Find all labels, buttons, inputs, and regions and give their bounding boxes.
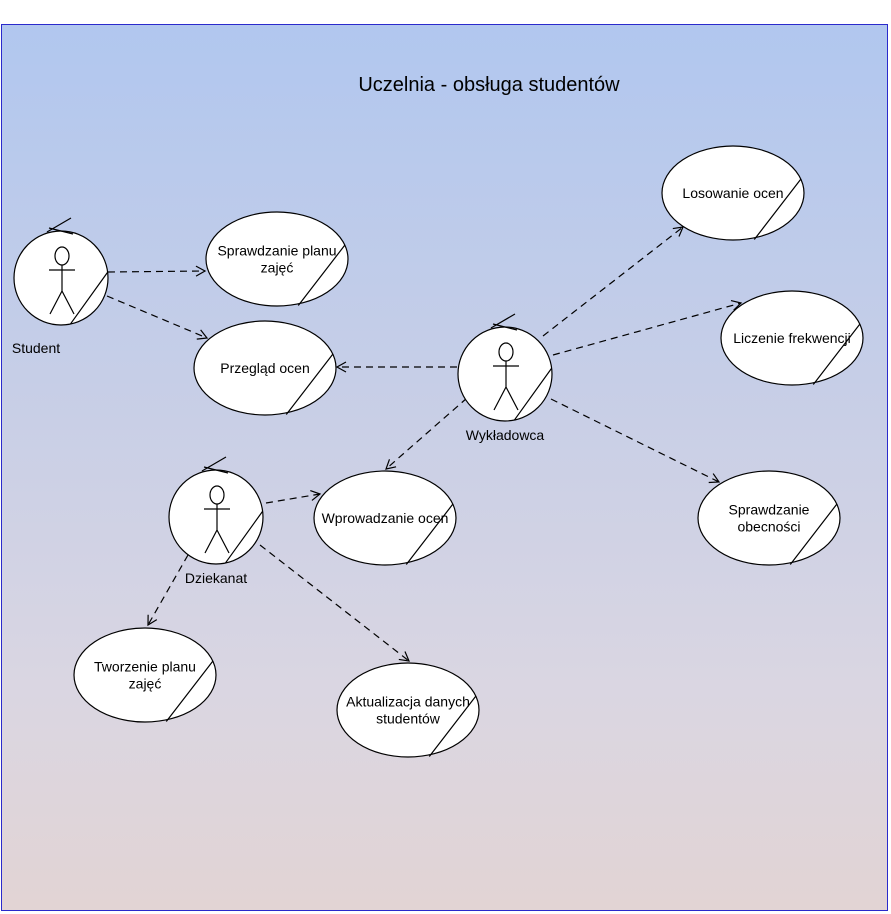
use-case-ellipse [336, 662, 480, 758]
actor-figure [204, 504, 230, 554]
use-case-diagonal [165, 660, 214, 722]
use-case-label: obecności [737, 519, 800, 535]
relation-student-sprawdzanie-planu [107, 265, 207, 277]
use-case-diagonal [428, 695, 477, 757]
use-case-diagonal [405, 503, 454, 565]
use-case-losowanie-ocen[interactable]: Losowanie ocen [661, 145, 805, 241]
use-case-label: zajęć [129, 676, 162, 692]
use-case-label: Liczenie frekwencji [733, 330, 851, 346]
use-case-diagonal [297, 244, 346, 306]
actor-figure [493, 361, 519, 411]
use-case-ellipse [313, 470, 457, 566]
relation-wykladowca-liczenie-frekwencji [552, 299, 743, 356]
use-case-label: Aktualizacja danych [346, 694, 470, 710]
use-case-label: Wprowadzanie ocen [322, 510, 449, 526]
relation-dziekanat-wprowadzanie-ocen [265, 489, 322, 504]
relation-dziekanat-tworzenie-planu [147, 554, 189, 627]
relation-dziekanat-aktualizacja-danych [259, 544, 410, 662]
use-case-ellipse [720, 290, 864, 386]
actor-label: Student [12, 340, 60, 356]
diagram-title: Uczelnia - obsługa studentów [358, 74, 620, 96]
diagram-frame: Uczelnia - obsługa studentów Sprawdzanie… [1, 24, 888, 911]
diagram-canvas: Uczelnia - obsługa studentów Sprawdzanie… [12, 74, 864, 758]
use-case-label: Przegląd ocen [220, 360, 310, 376]
use-case-przeglad-ocen[interactable]: Przegląd ocen [193, 320, 337, 416]
use-case-liczenie-frekwencji[interactable]: Liczenie frekwencji [720, 290, 864, 386]
actor-figure [49, 265, 75, 315]
use-case-ellipse [193, 320, 337, 416]
use-case-diagonal [789, 503, 838, 565]
use-case-ellipse [73, 627, 217, 723]
actor-diagonal [224, 511, 264, 564]
use-case-label: Tworzenie planu [94, 659, 196, 675]
actor-tick-mark [46, 217, 74, 235]
actor-diagonal [69, 272, 109, 325]
actor-dziekanat[interactable]: Dziekanat [168, 456, 264, 586]
use-case-diagonal [753, 178, 802, 240]
actor-diagonal [513, 368, 553, 421]
use-case-diagonal [812, 323, 861, 385]
relations-layer [106, 226, 743, 662]
use-case-label: Sprawdzanie [729, 502, 810, 518]
use-case-label: Losowanie ocen [682, 185, 783, 201]
relation-wykladowca-sprawdzanie-obecnosci [550, 398, 721, 484]
actor-circle [457, 326, 553, 422]
actor-tick-mark [201, 456, 229, 474]
actor-student[interactable]: Student [12, 217, 109, 356]
use-case-diagonal [285, 353, 334, 415]
actor-wykladowca[interactable]: Wykładowca [457, 313, 553, 443]
use-case-ellipse [697, 470, 841, 566]
use-case-wprowadzanie-ocen[interactable]: Wprowadzanie ocen [313, 470, 457, 566]
relation-wykladowca-losowanie-ocen [542, 226, 684, 337]
use-case-label: Sprawdzanie planu [217, 243, 336, 259]
use-case-label: studentów [376, 711, 441, 727]
use-case-ellipse [661, 145, 805, 241]
actor-circle [13, 230, 109, 326]
actor-tick-mark [490, 313, 518, 331]
use-case-label: zajęć [261, 260, 294, 276]
use-case-ellipse [205, 211, 349, 307]
actor-label: Wykładowca [466, 427, 545, 443]
actor-label: Dziekanat [185, 570, 247, 586]
relation-wykladowca-wprowadzanie-ocen [385, 397, 468, 470]
actor-circle [168, 469, 264, 565]
relation-student-przeglad-ocen [106, 295, 209, 340]
